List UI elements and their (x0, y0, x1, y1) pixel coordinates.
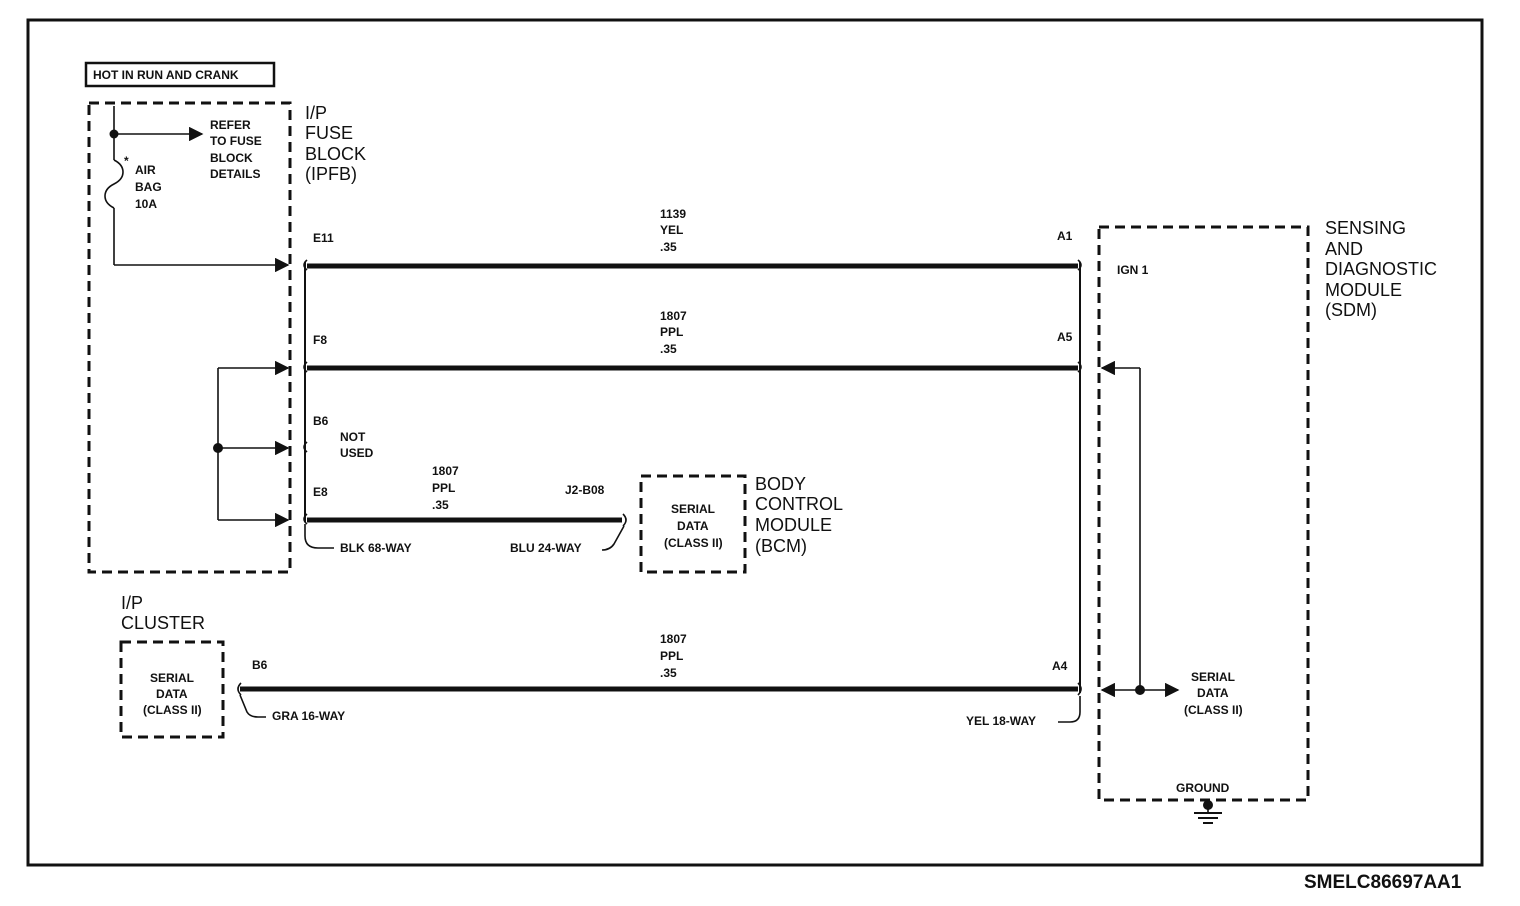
cluster-serial: SERIAL DATA (CLASS II) (143, 671, 202, 717)
ipfb-title-line: FUSE (305, 123, 353, 143)
pin-e11: E11 (313, 231, 334, 245)
bcm-box (639, 474, 747, 574)
wire-label-line: .35 (660, 342, 677, 356)
hot-label-box (84, 61, 276, 88)
bcm-pin: J2-B08 (565, 483, 605, 497)
ipfb-title-line: BLOCK (305, 144, 366, 164)
wire-label-line: 1139 (660, 207, 686, 221)
sdm-connector-ticks (1077, 259, 1082, 696)
cluster-box (119, 640, 225, 739)
cluster-title-line: CLUSTER (121, 613, 205, 633)
sdm-title-line: DIAGNOSTIC (1325, 259, 1437, 279)
serial-line: DATA (156, 687, 188, 701)
refer-text: REFER TO FUSE BLOCK DETAILS (210, 118, 262, 181)
refer-line: TO FUSE (210, 134, 262, 148)
figure-code: SMELC86697AA1 (1304, 872, 1462, 893)
wire-label-line: 1807 (660, 632, 687, 646)
pin-a4: A4 (1052, 659, 1068, 673)
bcm-title-line: BODY (755, 474, 806, 494)
wire-label-line: PPL (660, 325, 683, 339)
ign-label: IGN 1 (1117, 263, 1149, 277)
serial-line: DATA (1197, 686, 1229, 700)
bcm-title-line: (BCM) (755, 536, 807, 556)
sdm-title-line: SENSING (1325, 218, 1406, 238)
wire-label-line: .35 (432, 498, 449, 512)
wire-label-ppl-bcm: 1807 PPL .35 (432, 464, 459, 512)
ipfb-title: I/P FUSE BLOCK (IPFB) (305, 103, 366, 184)
gra-connector: GRA 16-WAY (272, 709, 345, 723)
cluster-title-line: I/P (121, 593, 143, 613)
pin-a5: A5 (1057, 330, 1073, 344)
wire-label-ppl-cluster: 1807 PPL .35 (660, 632, 687, 680)
refer-line: DETAILS (210, 167, 260, 181)
bcm-title: BODY CONTROL MODULE (BCM) (755, 474, 843, 556)
wire-label-line: .35 (660, 666, 677, 680)
wire-label-line: 1807 (432, 464, 459, 478)
yel-bracket (1058, 696, 1081, 723)
fuse-line: AIR (135, 163, 156, 177)
gra-bracket (239, 694, 266, 718)
serial-line: DATA (677, 519, 709, 533)
pin-a1: A1 (1057, 229, 1073, 243)
bcm-title-line: MODULE (755, 515, 832, 535)
serial-line: (CLASS II) (143, 703, 202, 717)
blu-bracket (601, 525, 625, 551)
fuse-symbol (104, 159, 124, 209)
cluster-title: I/P CLUSTER (121, 593, 205, 633)
serial-line: (CLASS II) (1184, 703, 1243, 717)
bcm-connector-tick (622, 513, 627, 527)
wire-label-line: PPL (660, 649, 683, 663)
ipfb-title-line: (IPFB) (305, 164, 357, 184)
ground-label: GROUND (1176, 781, 1230, 795)
wire-label-ign: 1139 YEL .35 (660, 207, 686, 254)
blk-bracket (304, 524, 334, 549)
wire-label-line: PPL (432, 481, 455, 495)
sdm-title: SENSING AND DIAGNOSTIC MODULE (SDM) (1325, 218, 1437, 320)
serial-line: SERIAL (671, 502, 715, 516)
ipfb-title-line: I/P (305, 103, 327, 123)
wire-label-line: YEL (660, 223, 683, 237)
refer-line: REFER (210, 118, 251, 132)
fuse-line: 10A (135, 197, 157, 211)
refer-line: BLOCK (210, 151, 253, 165)
connector-ticks (303, 259, 308, 525)
not-used-line: USED (340, 446, 374, 460)
blu-connector: BLU 24-WAY (510, 541, 582, 555)
not-used-line: NOT (340, 430, 366, 444)
wire-label-line: 1807 (660, 309, 687, 323)
yel-connector: YEL 18-WAY (966, 714, 1036, 728)
ipfb-box (87, 101, 292, 574)
fuse-mark: * (124, 154, 129, 168)
pin-f8: F8 (313, 333, 327, 347)
wire-label-ppl-top: 1807 PPL .35 (660, 309, 687, 356)
sdm-serial: SERIAL DATA (CLASS II) (1184, 670, 1243, 717)
cluster-connector-tick (237, 682, 242, 696)
sdm-title-line: MODULE (1325, 280, 1402, 300)
outer-frame (26, 18, 1484, 867)
pin-b6: B6 (313, 414, 329, 428)
hot-label: HOT IN RUN AND CRANK (93, 68, 239, 82)
sdm-box (1097, 225, 1310, 802)
bcm-serial: SERIAL DATA (CLASS II) (664, 502, 723, 550)
pin-e8: E8 (313, 485, 328, 499)
serial-line: SERIAL (1191, 670, 1235, 684)
fuse-text: AIR BAG 10A (135, 163, 162, 211)
serial-line: SERIAL (150, 671, 194, 685)
wire-label-line: .35 (660, 240, 677, 254)
splice-dot (1135, 685, 1145, 695)
blk-connector: BLK 68-WAY (340, 541, 412, 555)
sdm-title-line: (SDM) (1325, 300, 1377, 320)
sdm-title-line: AND (1325, 239, 1363, 259)
fuse-line: BAG (135, 180, 162, 194)
ground-icon (1194, 800, 1222, 824)
bcm-title-line: CONTROL (755, 494, 843, 514)
cluster-pin: B6 (252, 658, 268, 672)
serial-line: (CLASS II) (664, 536, 723, 550)
